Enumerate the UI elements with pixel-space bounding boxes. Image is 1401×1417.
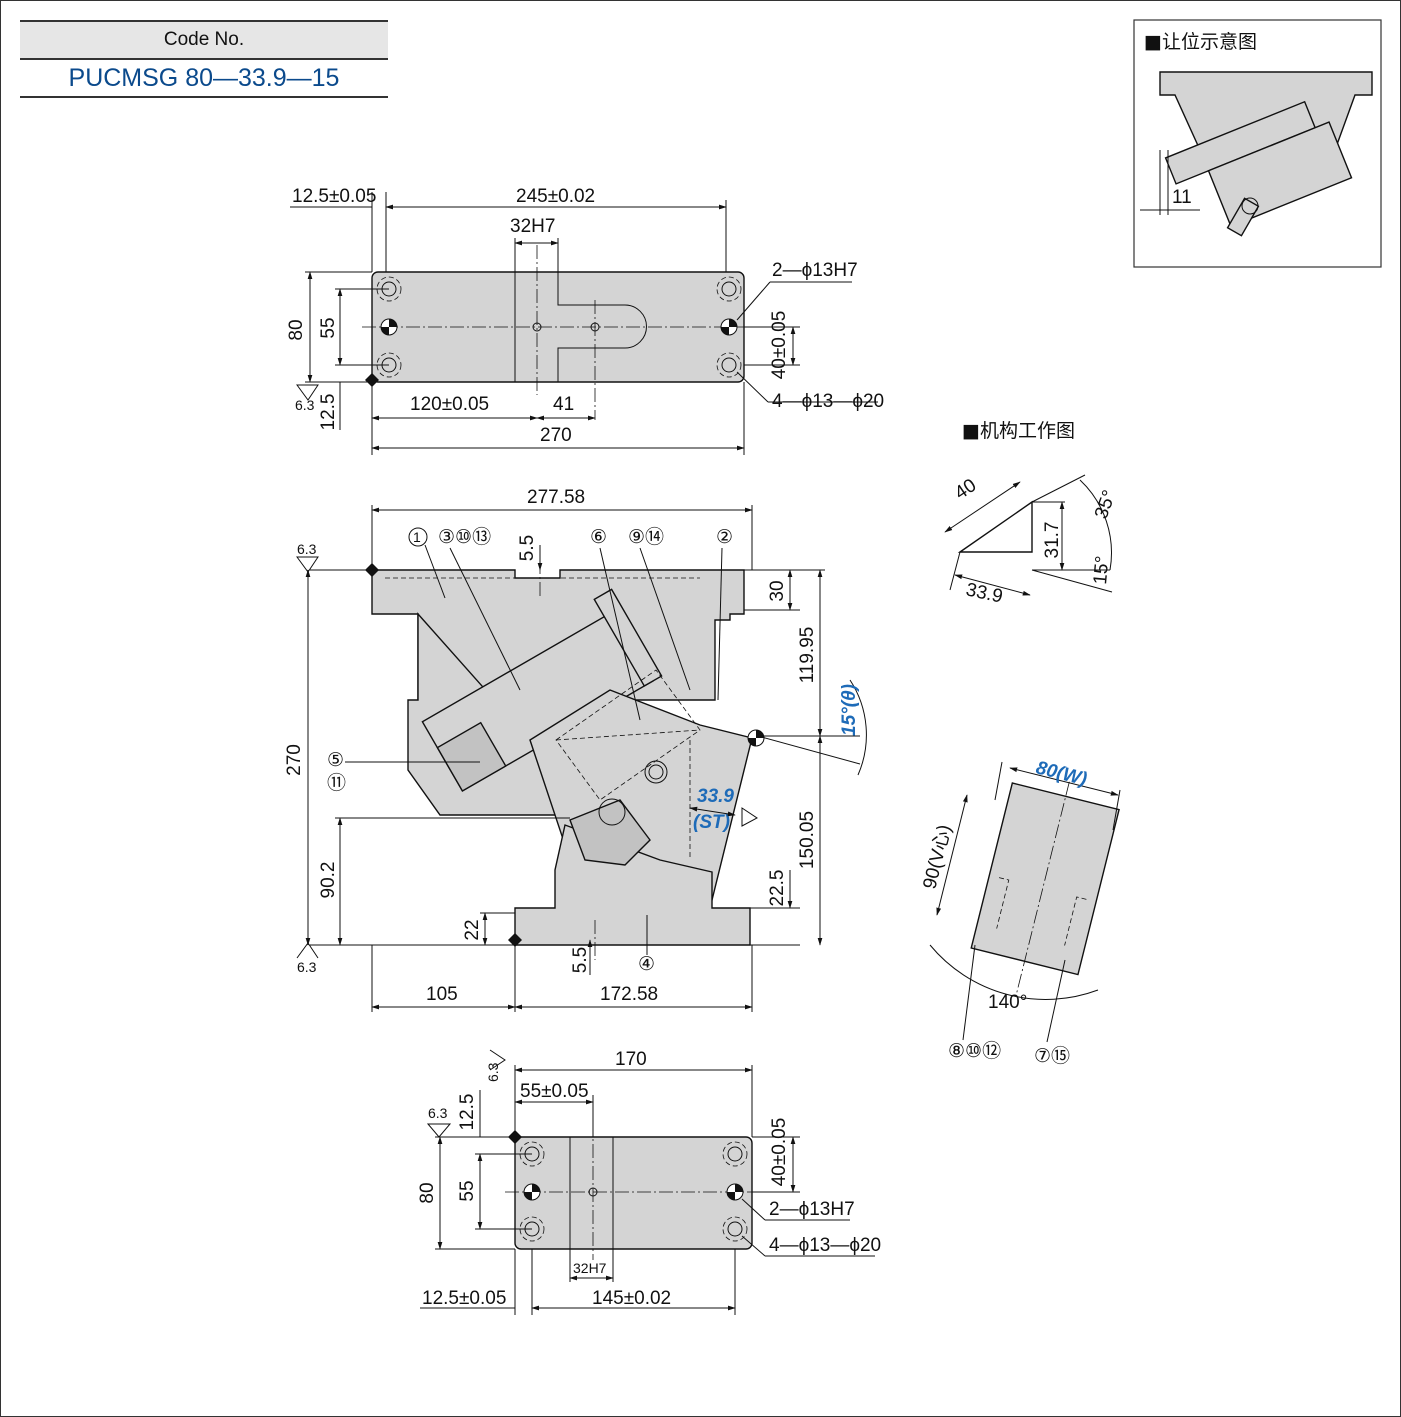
angle-theta: 15°(θ) [839,684,860,736]
roughness-symbol-3: 6.3 [297,959,317,975]
callout-bolt: 4—ϕ13—ϕ20 [772,391,884,412]
dim-height: 80 [286,319,307,340]
code-number-box: Code No. PUCMSG 80—33.9—15 [20,20,388,98]
dim-bottom-top-edge: 12.5 [457,1094,478,1131]
svg-text:1: 1 [413,529,421,545]
callout-pin: 2—ϕ13H7 [772,260,858,281]
dim-left-edge: 12.5±0.05 [292,186,376,207]
dim-hole-pitch: 55 [318,317,339,338]
dim-x-pos: 120±0.05 [410,394,489,415]
mech-angle-inner: 15° [1090,555,1113,585]
dim-bottom-y: 40±0.05 [769,1118,790,1187]
slide-parts-left: ⑧⑩⑫ [948,1040,1001,1062]
clearance-title: ■让位示意图 [1144,31,1257,53]
code-value: PUCMSG 80—33.9—15 [20,60,388,98]
dim-length: 270 [540,425,572,446]
part-label-4: ② [716,527,733,548]
dim-bottom-slot: 32H7 [573,1260,607,1276]
dim-lower: 150.05 [797,811,818,869]
bottom-plate [514,1136,753,1250]
part-callouts: 1 ③⑩⑬ ⑥ ⑨⑭ ② ⑤ ⑪ ④ [327,526,733,975]
mechanism-title: ■机构工作图 [962,420,1075,442]
top-view: 12.5±0.05 245±0.02 32H7 80 55 12.5 120±0… [286,186,884,455]
part-label-7: ④ [638,954,655,975]
dim-upper: 119.95 [797,627,818,684]
bottom-view: 170 55±0.05 80 55 12.5 40±0.05 2—ϕ13H7 4… [417,1049,881,1315]
clearance-dim: 11 [1172,187,1192,208]
callout-bolt-2: 4—ϕ13—ϕ20 [769,1235,881,1256]
mech-dim-hyp: 40 [951,475,980,504]
dim-foot-right: 22.5 [767,870,788,907]
dim-hole-span: 245±0.02 [516,186,595,207]
dim-bottom-hole-span: 145±0.02 [592,1288,671,1309]
slide-width-label: 80(W) [1034,757,1089,790]
dim-bottom-height: 80 [417,1182,438,1203]
code-label: Code No. [20,20,388,60]
dim-bottom-left-edge: 12.5±0.05 [422,1288,506,1309]
dim-total-height: 270 [284,744,305,776]
dim-notch-bottom: 5.5 [570,947,591,973]
slide-v-label: 90(V心) [919,823,955,892]
part-label-6: ⑪ [327,772,346,794]
mech-angle-outer: 35° [1091,488,1121,522]
clearance-diagram: ■让位示意图 11 [1133,19,1382,268]
callout-pin-2: 2—ϕ13H7 [769,1199,855,1220]
part-label-2: ⑥ [590,527,607,548]
dim-right-width: 172.58 [600,984,658,1005]
dim-foot: 22 [462,919,483,940]
slide-assembly [421,588,663,792]
pin-hole-icon [380,318,738,336]
roughness-symbol-5: 6.3 [428,1105,448,1121]
lower-block [514,824,751,946]
dim-total-width: 277.58 [527,487,585,508]
slide-angle: 140° [988,992,1027,1013]
dim-notch-top: 5.5 [517,535,538,561]
force-triangle [957,500,1033,553]
dim-bottom-x: 55±0.05 [520,1081,589,1102]
slide-parts-right: ⑦⑮ [1034,1045,1070,1067]
mech-dim-vert: 31.7 [1042,522,1063,559]
pin-hole-icon-2 [523,1183,744,1201]
mech-dim-base: 33.9 [964,579,1005,607]
dim-bottom-pitch: 55 [457,1180,478,1201]
dim-base-height: 90.2 [318,862,339,899]
dim-offset: 41 [553,394,574,415]
roughness-symbol-4: 6.3 [485,1062,501,1082]
slide-diagram: 80(W) 90(V心) 140° ⑧⑩⑫ ⑦⑮ [919,757,1121,1067]
part-label-1: ③⑩⑬ [438,526,491,548]
dim-slot: 32H7 [510,216,555,237]
datum-point-icon [747,729,765,747]
dim-bottom-edge: 12.5 [318,394,339,431]
roughness-symbol-2: 6.3 [297,541,317,557]
stroke-unit: (ST) [693,812,730,833]
stroke-label: 33.9 [697,786,734,807]
part-label-5: ⑤ [327,750,344,771]
mechanism-diagram: ■机构工作图 40 33.9 31.7 35° 15° [944,420,1121,608]
dim-top: 30 [767,580,788,601]
dim-bottom-length: 170 [615,1049,647,1070]
front-view: 270 90.2 22 30 119.95 150.05 22.5 15°(θ)… [284,487,867,1012]
roughness-symbol: 6.3 [295,397,315,413]
dim-left-width: 105 [426,984,458,1005]
part-label-3: ⑨⑭ [628,526,664,548]
dim-y-pos: 40±0.05 [769,311,790,380]
